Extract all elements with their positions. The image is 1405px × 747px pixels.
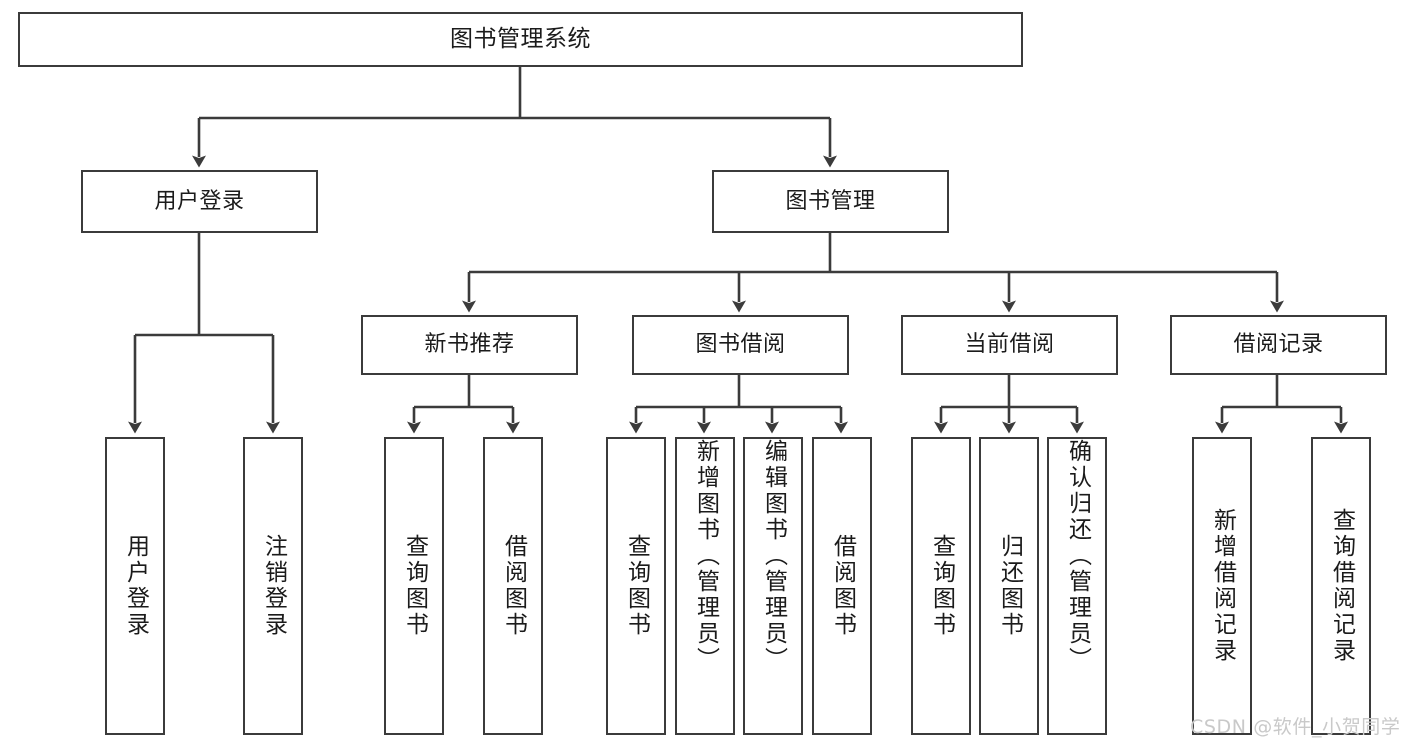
node-label: 图书管理 <box>785 188 876 214</box>
node-root-system[interactable]: 图书管理系统 <box>18 12 1023 67</box>
csdn-watermark: CSDN @软件_小贺同学 <box>1190 716 1401 738</box>
node-label: 新书推荐 <box>424 332 515 358</box>
leaf-query-books-borrow[interactable]: 查询图书 <box>606 437 666 735</box>
node-label: 用户登录 <box>154 188 245 214</box>
node-borrow-records[interactable]: 借阅记录 <box>1170 315 1387 375</box>
node-label: 注销登录 <box>260 534 287 638</box>
node-label: 借阅图书 <box>829 534 856 638</box>
node-label: 借阅图书 <box>500 534 527 638</box>
node-label: 图书借阅 <box>695 332 786 358</box>
node-label: 查询图书 <box>928 534 955 638</box>
node-label: 查询图书 <box>401 534 428 638</box>
leaf-confirm-return-admin[interactable]: 确认归还（管理员） <box>1047 437 1107 735</box>
node-new-book-recommend[interactable]: 新书推荐 <box>361 315 578 375</box>
leaf-query-borrow-record[interactable]: 查询借阅记录 <box>1311 437 1371 735</box>
node-label: 查询借阅记录 <box>1328 508 1355 664</box>
node-label: 归还图书 <box>996 534 1023 638</box>
leaf-add-book-admin[interactable]: 新增图书（管理员） <box>675 437 735 735</box>
node-label: 确认归还（管理员） <box>1064 439 1091 673</box>
leaf-user-login[interactable]: 用户登录 <box>105 437 165 735</box>
node-label: 图书管理系统 <box>450 26 591 53</box>
node-label: 编辑图书（管理员） <box>760 439 787 673</box>
leaf-return-books[interactable]: 归还图书 <box>979 437 1039 735</box>
leaf-add-borrow-record[interactable]: 新增借阅记录 <box>1192 437 1252 735</box>
leaf-borrow-books[interactable]: 借阅图书 <box>812 437 872 735</box>
leaf-logout[interactable]: 注销登录 <box>243 437 303 735</box>
leaf-query-books-current[interactable]: 查询图书 <box>911 437 971 735</box>
leaf-edit-book-admin[interactable]: 编辑图书（管理员） <box>743 437 803 735</box>
node-label: 新增图书（管理员） <box>692 439 719 673</box>
node-label: 借阅记录 <box>1233 332 1324 358</box>
leaf-borrow-books-recommend[interactable]: 借阅图书 <box>483 437 543 735</box>
node-label: 新增借阅记录 <box>1209 508 1236 664</box>
node-book-management[interactable]: 图书管理 <box>712 170 949 233</box>
leaf-query-books-recommend[interactable]: 查询图书 <box>384 437 444 735</box>
node-label: 用户登录 <box>122 534 149 638</box>
node-label: 查询图书 <box>623 534 650 638</box>
node-user-login[interactable]: 用户登录 <box>81 170 318 233</box>
node-book-borrow[interactable]: 图书借阅 <box>632 315 849 375</box>
node-current-borrow[interactable]: 当前借阅 <box>901 315 1118 375</box>
node-label: 当前借阅 <box>964 332 1055 358</box>
